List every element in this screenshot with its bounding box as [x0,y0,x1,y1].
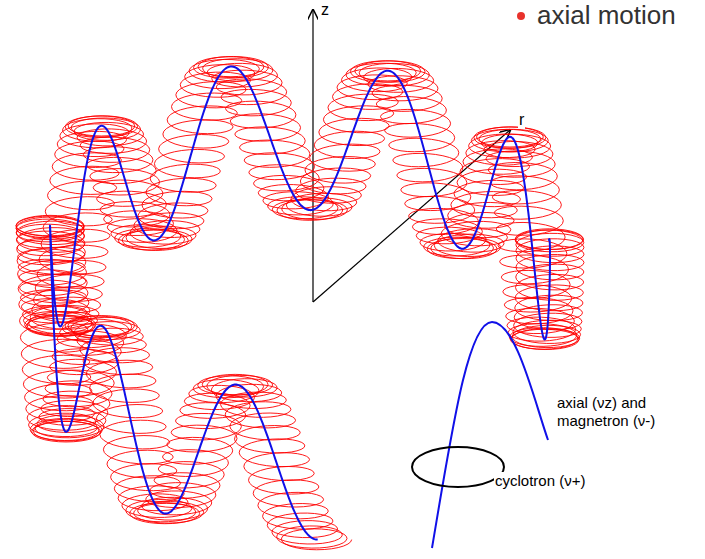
heading-bullet-text: axial motion [536,0,677,31]
axial-magnetron-sample [432,322,548,548]
guiding-center-trajectory [50,66,550,539]
z-axis [312,10,313,302]
bullet-dot [517,12,525,20]
axis-label: z [320,0,330,19]
axis-label: r [518,110,525,129]
cyclotron-sample [412,447,504,487]
legend-text: cyclotron (ν+) [494,472,586,490]
legend-text: axial (νz) and magnetron (ν-) [556,394,688,430]
